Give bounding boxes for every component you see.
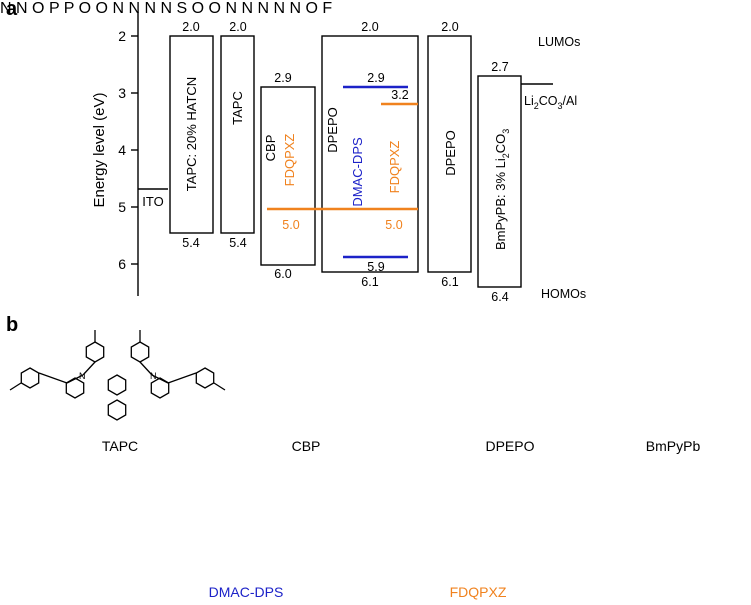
fdqpxz-homo-value: 5.0 bbox=[282, 218, 299, 232]
layer-lumo-value: 2.0 bbox=[441, 20, 458, 34]
molecular-structures: N N bbox=[9, 330, 226, 421]
layer-name-dpepo: DPEPO bbox=[325, 107, 340, 153]
layer-box-dpepo-etl bbox=[427, 35, 472, 273]
atom-o: O bbox=[305, 0, 318, 17]
layer-homo-value: 6.1 bbox=[441, 275, 458, 289]
y-axis-ticks bbox=[131, 35, 138, 265]
y-tick-label: 6 bbox=[118, 256, 126, 272]
layer-lumo-value: 2.0 bbox=[229, 20, 246, 34]
dmac-dps-homo-value: 5.9 bbox=[367, 260, 384, 274]
layer-lumo-value: 2.0 bbox=[361, 20, 378, 34]
layer-lumo-value: 2.9 bbox=[274, 71, 291, 85]
fdqpxz-homo-value: 5.0 bbox=[385, 218, 402, 232]
energy-level-diagram: 2 3 4 5 6 Energy level (eV) ITO 2.0 5.4 … bbox=[91, 12, 586, 304]
atom-o: O bbox=[191, 0, 205, 17]
y-tick-label: 3 bbox=[118, 85, 126, 101]
emitter-name-fdqpxz: FDQPXZ bbox=[387, 141, 402, 194]
fdqpxz-lumo-value: 3.2 bbox=[391, 88, 408, 102]
layer-homo-value: 6.4 bbox=[491, 290, 508, 304]
layer-homo-value: 6.1 bbox=[361, 275, 378, 289]
layer-homo-value: 6.0 bbox=[274, 267, 291, 281]
atom-p: P bbox=[48, 0, 60, 17]
y-tick-label: 2 bbox=[118, 28, 126, 44]
molecule-name-dmac-dps: DMAC-DPS bbox=[208, 584, 284, 600]
lumos-label: LUMOs bbox=[538, 35, 580, 49]
molecule-name-tapc: TAPC bbox=[101, 438, 139, 454]
molecule-name-dpepo: DPEPO bbox=[485, 438, 535, 454]
tapc-structure bbox=[9, 330, 226, 421]
layer-homo-value: 5.4 bbox=[229, 236, 246, 250]
y-axis-title: Energy level (eV) bbox=[91, 92, 108, 207]
atom-n: N bbox=[273, 0, 286, 17]
atom-n: N bbox=[144, 0, 157, 17]
atom-f: F bbox=[322, 0, 333, 17]
emitter-name-dmac-dps: DMAC-DPS bbox=[350, 137, 365, 207]
molecule-name-fdqpxz: FDQPXZ bbox=[449, 584, 507, 600]
atom-n: N bbox=[150, 371, 157, 381]
atom-n: N bbox=[0, 0, 12, 17]
layer-name-cbp: CBP bbox=[263, 135, 278, 162]
atom-n: N bbox=[128, 0, 141, 17]
layer-lumo-value: 2.0 bbox=[182, 20, 199, 34]
atom-n: N bbox=[112, 0, 124, 17]
atom-n: N bbox=[16, 0, 28, 17]
layer-box-cbp bbox=[260, 86, 316, 266]
atom-n: N bbox=[289, 0, 302, 17]
atom-o: O bbox=[95, 0, 108, 17]
layer-box-tapc-hatcn bbox=[169, 35, 214, 234]
layer-lumo-value: 2.7 bbox=[491, 60, 508, 74]
layer-name-tapc-hatcn: TAPC: 20% HATCN bbox=[184, 77, 199, 191]
panel-b-label: b bbox=[6, 314, 19, 336]
cathode-label: Li2CO3/Al bbox=[524, 94, 577, 111]
atom-s: S bbox=[176, 0, 188, 17]
layer-box-dpepo-eml bbox=[321, 35, 419, 273]
atom-o: O bbox=[208, 0, 221, 17]
atom-n: N bbox=[79, 371, 86, 381]
dmac-dps-lumo-value: 2.9 bbox=[367, 71, 384, 85]
molecule-name-bmpypb: BmPyPb bbox=[645, 438, 701, 454]
y-tick-label: 4 bbox=[118, 142, 126, 158]
ito-label: ITO bbox=[142, 194, 163, 209]
atom-o: O bbox=[32, 0, 45, 17]
atom-n: N bbox=[160, 0, 173, 17]
layer-name-tapc: TAPC bbox=[230, 91, 245, 125]
layer-name-dpepo: DPEPO bbox=[443, 130, 458, 176]
molecule-name-cbp: CBP bbox=[291, 438, 321, 454]
layer-name-bmpypb: BmPyPB: 3% Li2CO3 bbox=[493, 129, 511, 250]
y-tick-label: 5 bbox=[118, 199, 126, 215]
atom-o: O bbox=[78, 0, 92, 17]
atom-p: P bbox=[63, 0, 75, 17]
atom-n: N bbox=[225, 0, 237, 17]
layer-homo-value: 5.4 bbox=[182, 236, 199, 250]
atom-n: N bbox=[257, 0, 270, 17]
emitter-name-fdqpxz: FDQPXZ bbox=[282, 134, 297, 187]
homos-label: HOMOs bbox=[541, 287, 586, 301]
atom-n: N bbox=[241, 0, 254, 17]
layer-box-tapc bbox=[220, 35, 255, 234]
panel-a-label: a bbox=[6, 0, 18, 20]
layer-box-bmpypb bbox=[477, 75, 522, 288]
